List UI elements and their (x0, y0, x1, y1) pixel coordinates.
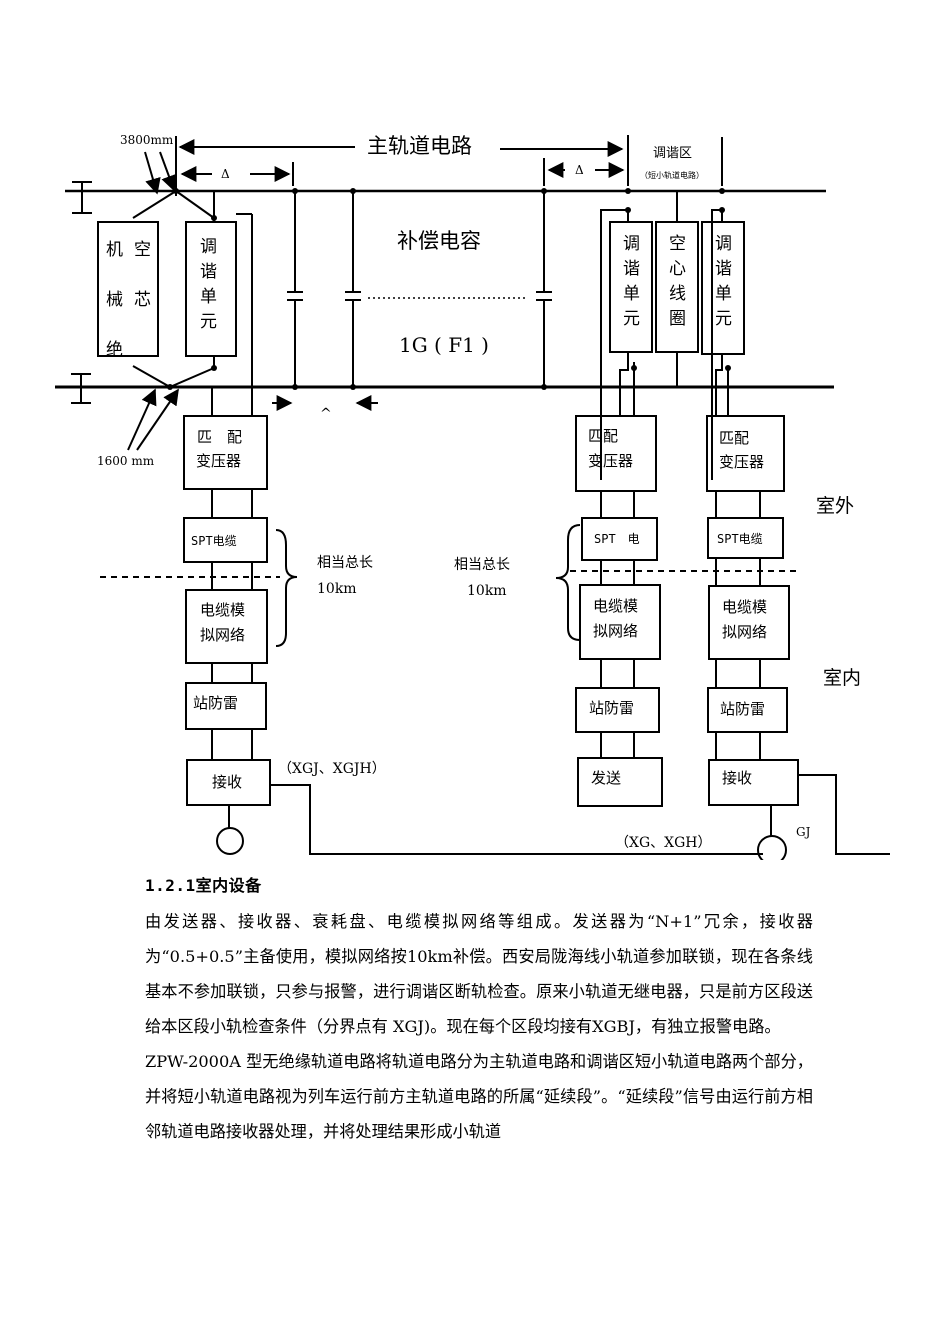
spt-r2: SPT电缆 (717, 532, 763, 546)
gj-label: GJ (796, 825, 811, 839)
outdoor-label: 室外 (816, 495, 854, 517)
indoor-label: 室内 (823, 667, 861, 689)
mt-r2-1: 匹配 (719, 429, 749, 447)
matching-transformer-left (183, 415, 268, 490)
send-label: 发送 (591, 769, 621, 787)
matching-transformer-right-1 (575, 415, 657, 492)
lightning-left (185, 682, 267, 730)
label-delta-right: Δ (575, 163, 584, 177)
sim-r1-2: 拟网络 (593, 622, 638, 640)
mt-r2-2: 变压器 (719, 453, 764, 471)
cable-sim-right-2 (708, 585, 790, 660)
lightning-left-label: 站防雷 (193, 694, 238, 712)
tu-r2-3: 单 (715, 284, 732, 304)
label-caret: ^ (320, 406, 332, 422)
mech-insulation-box (97, 221, 159, 357)
sender-right (577, 757, 663, 807)
mech-char-3: 绝 (106, 340, 123, 360)
tu-left-4: 元 (200, 312, 217, 332)
mt-left-1: 匹 配 (197, 428, 242, 446)
cable-sim-right-1 (579, 584, 661, 660)
spt-r1: SPT 电 (594, 532, 640, 546)
mt-left-2: 变压器 (196, 452, 241, 470)
sim-r2-1: 电缆模 (722, 598, 767, 616)
coil-2: 心 (669, 259, 686, 279)
spt-cable-right-1 (581, 517, 658, 561)
mt-r1-1: 匹配 (588, 427, 618, 445)
lightning-right-1 (575, 687, 660, 733)
lightning-r2-label: 站防雷 (720, 700, 765, 718)
spt-cable-left (183, 517, 268, 563)
matching-transformer-right-2 (706, 415, 785, 492)
label-1600: 1600 mm (97, 454, 155, 468)
tu-r1-1: 调 (623, 234, 640, 254)
tuning-unit-right-1 (609, 221, 653, 353)
label-3800: 3800mm (120, 133, 174, 147)
paragraph-2: ZPW-2000A 型无绝缘轨道电路将轨道电路分为主轨道电路和调谐区短小轨道电路… (145, 1052, 813, 1141)
tu-r2-4: 元 (715, 309, 732, 329)
cable-sim-left (185, 589, 268, 664)
mt-r1-2: 变压器 (588, 452, 633, 470)
tu-left-3: 单 (200, 287, 217, 307)
coil-1: 空 (669, 234, 686, 254)
tu-r2-2: 谐 (715, 259, 732, 279)
coil-3: 线 (669, 284, 686, 304)
tu-r1-3: 单 (623, 284, 640, 304)
tu-r1-2: 谐 (623, 259, 640, 279)
label-short-circuit: （短小轨道电路） (640, 170, 704, 180)
label-main-circuit: 主轨道电路 (367, 134, 472, 158)
coil-4: 圈 (669, 309, 686, 329)
tuning-unit-left (185, 221, 237, 357)
lightning-right-2 (707, 687, 788, 733)
label-delta-left: Δ (221, 167, 230, 181)
xgj-label: （XGJ、XGJH） (278, 761, 386, 777)
spt-cable-right-2 (707, 517, 784, 559)
km-left: 10km (317, 581, 357, 597)
section-body: 由发送器、接收器、衰耗盘、电缆模拟网络等组成。发送器为“N+1”冗余，接收器为“… (145, 904, 813, 1149)
xg-label: （XG、XGH） (615, 835, 712, 851)
paragraph-1: 由发送器、接收器、衰耗盘、电缆模拟网络等组成。发送器为“N+1”冗余，接收器为“… (145, 912, 813, 1036)
sim-left-2: 拟网络 (200, 626, 245, 644)
lightning-r1-label: 站防雷 (589, 699, 634, 717)
tu-r1-4: 元 (623, 309, 640, 329)
section-heading: 1.2.1室内设备 (145, 876, 262, 895)
receive-right-label: 接收 (722, 769, 752, 787)
spt-left: SPT电缆 (191, 534, 237, 548)
sim-r1-1: 电缆模 (593, 597, 638, 615)
tu-left-1: 调 (200, 237, 217, 257)
km-right: 10km (467, 583, 507, 599)
equiv-left: 相当总长 (317, 555, 373, 571)
tu-left-2: 谐 (200, 262, 217, 282)
mech-char-5: 芯 (134, 290, 151, 310)
label-track-name: 1G ( F1 ) (399, 333, 489, 357)
mech-char-1: 机 (106, 240, 123, 260)
mech-char-4: 空 (134, 240, 151, 260)
label-tuning-zone: 调谐区 (653, 146, 692, 161)
sim-left-1: 电缆模 (200, 601, 245, 619)
equiv-right: 相当总长 (454, 557, 510, 573)
track-circuit-diagram: 3800mm 1600 mm 主轨道电路 Δ Δ 调谐区 （短小轨道电路） 补偿… (55, 133, 890, 860)
receive-left-label: 接收 (212, 773, 242, 791)
label-compensation-cap: 补偿电容 (397, 229, 481, 253)
tu-r2-1: 调 (715, 234, 732, 254)
sim-r2-2: 拟网络 (722, 623, 767, 641)
receiver-right (708, 759, 799, 806)
mech-char-2: 械 (106, 290, 123, 310)
